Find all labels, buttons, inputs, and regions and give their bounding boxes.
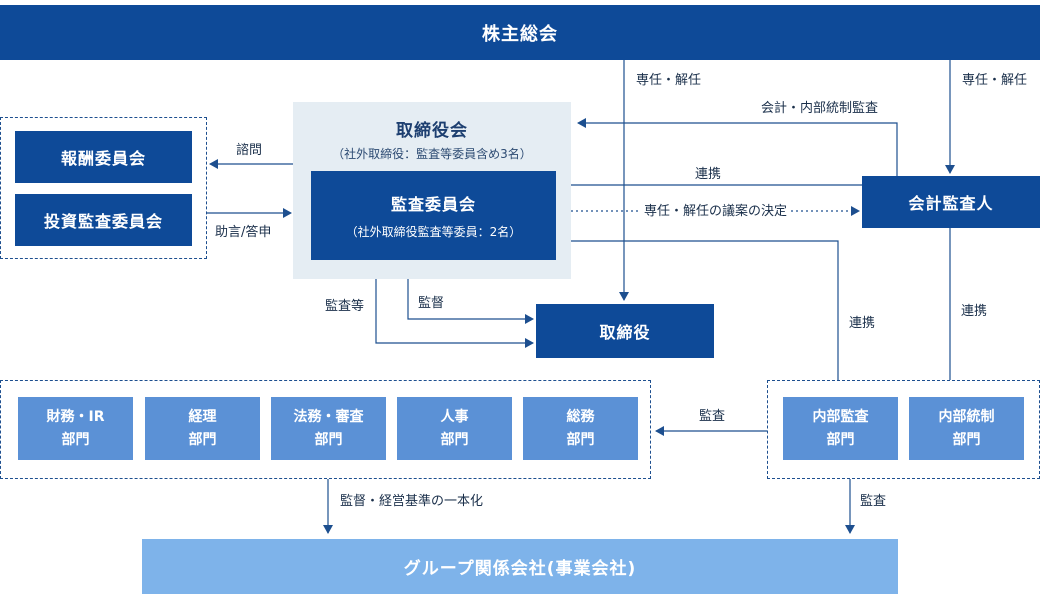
investment-audit-committee-label: 投資監査委員会 bbox=[43, 212, 163, 231]
label-appoint-dismiss-2: 専任・解任 bbox=[962, 73, 1028, 88]
label-advice: 助言/答申 bbox=[215, 225, 272, 240]
group-companies-label: グループ関係会社(事業会社) bbox=[403, 559, 637, 579]
shareholders-meeting-label: 株主総会 bbox=[482, 23, 558, 45]
dept-accounting-line2: 部門 bbox=[188, 431, 217, 448]
directors-label: 取締役 bbox=[599, 323, 651, 342]
accounting-auditor: 会計監査人 bbox=[862, 176, 1040, 228]
label-audit-etc: 監査等 bbox=[325, 299, 365, 314]
dept-general-affairs-line1: 総務 bbox=[566, 408, 595, 425]
label-cooperation-1: 連携 bbox=[695, 167, 722, 182]
label-appoint-dismiss-1: 専任・解任 bbox=[636, 73, 702, 88]
arrow-audit-etc bbox=[375, 260, 534, 348]
label-supervise-mgmt: 監督・経営基準の一本化 bbox=[340, 494, 484, 509]
audit-committee-title: 監査委員会 bbox=[390, 195, 476, 214]
compensation-committee-label: 報酬委員会 bbox=[60, 149, 146, 168]
label-supervise: 監督 bbox=[418, 296, 445, 311]
compensation-committee: 報酬委員会 bbox=[15, 131, 192, 183]
departments-group bbox=[0, 380, 651, 479]
label-resolution: 専任・解任の議案の決定 bbox=[640, 204, 792, 220]
dept-legal-line1: 法務・審査 bbox=[293, 408, 364, 425]
accounting-auditor-label: 会計監査人 bbox=[908, 194, 994, 213]
internal-audit-line1: 内部監査 bbox=[812, 408, 869, 425]
arrow-supervise bbox=[407, 260, 534, 324]
dept-legal-line2: 部門 bbox=[314, 431, 343, 448]
directors: 取締役 bbox=[536, 304, 714, 358]
dept-legal: 法務・審査 部門 bbox=[271, 397, 386, 460]
dept-hr-line2: 部門 bbox=[440, 431, 469, 448]
label-accounting-control-audit: 会計・内部統制監査 bbox=[761, 101, 879, 116]
board-title: 取締役会 bbox=[396, 121, 468, 141]
label-consult: 諮問 bbox=[236, 143, 263, 158]
committees-group bbox=[0, 117, 207, 259]
internal-audit-line2: 部門 bbox=[826, 431, 855, 448]
dept-finance-ir-line2: 部門 bbox=[61, 431, 90, 448]
dept-accounting: 経理 部門 bbox=[145, 397, 260, 460]
dept-accounting-line1: 経理 bbox=[188, 408, 217, 425]
internal-audit-dept: 内部監査 部門 bbox=[783, 397, 898, 460]
label-cooperation-2: 連携 bbox=[849, 316, 876, 331]
investment-audit-committee: 投資監査委員会 bbox=[15, 194, 192, 246]
dept-finance-ir: 財務・IR 部門 bbox=[18, 397, 133, 460]
label-audit-2: 監査 bbox=[860, 494, 887, 509]
dept-hr-line1: 人事 bbox=[440, 408, 469, 425]
shareholders-meeting: 株主総会 bbox=[0, 5, 1040, 60]
dept-general-affairs-line2: 部門 bbox=[566, 431, 595, 448]
board-note: （社外取締役：監査等委員含め3名） bbox=[332, 147, 532, 161]
dept-finance-ir-line1: 財務・IR bbox=[46, 408, 105, 425]
group-companies: グループ関係会社(事業会社) bbox=[142, 539, 898, 594]
audit-committee: 監査委員会 （社外取締役監査等委員：2名） bbox=[311, 171, 556, 260]
label-audit-1: 監査 bbox=[699, 409, 726, 424]
arrow-auditor-board bbox=[577, 118, 898, 176]
dept-hr: 人事 部門 bbox=[397, 397, 512, 460]
dept-general-affairs: 総務 部門 bbox=[523, 397, 638, 460]
internal-control-line1: 内部統制 bbox=[938, 408, 995, 425]
audit-committee-note: （社外取締役監査等委員：2名） bbox=[345, 225, 522, 239]
label-cooperation-3: 連携 bbox=[961, 304, 988, 319]
internal-control-line2: 部門 bbox=[952, 431, 981, 448]
internal-control-dept: 内部統制 部門 bbox=[909, 397, 1024, 460]
line-cooperation-internal bbox=[556, 240, 839, 380]
